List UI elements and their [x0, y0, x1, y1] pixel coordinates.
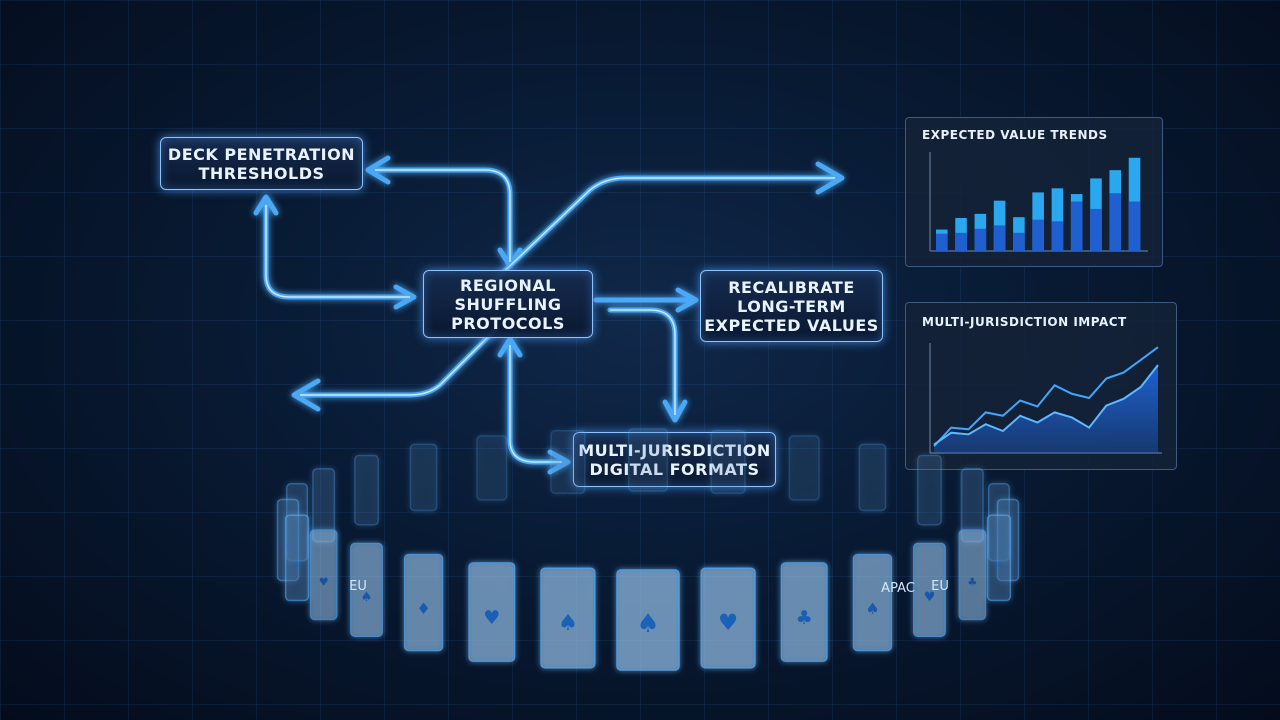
playing-card-suit-icon: ♥ — [924, 590, 936, 605]
bar-series-2-11 — [1128, 201, 1141, 251]
area-series-1-line — [933, 346, 1159, 447]
playing-card-face — [986, 514, 1012, 602]
expected-value-trends-title: Expected Value Trends — [922, 128, 1108, 142]
playing-card-face — [913, 542, 946, 638]
playing-card-face — [284, 514, 310, 602]
playing-card — [858, 443, 887, 512]
playing-card-face — [540, 567, 596, 669]
playing-card-face — [858, 443, 887, 512]
arrow-up-into-regional — [497, 336, 523, 358]
area-series-2-line — [933, 364, 1159, 446]
bar-series-1-7 — [1051, 188, 1064, 251]
bar-series-2-8 — [1070, 201, 1083, 251]
playing-card — [917, 454, 942, 526]
playing-card: ♣ — [780, 562, 828, 662]
playing-card — [628, 428, 668, 492]
bar-series-2-10 — [1109, 193, 1122, 251]
playing-card — [476, 435, 508, 501]
playing-card — [409, 443, 438, 512]
multi-jurisdiction-impact-panel: Multi-Jurisdiction Impact — [905, 302, 1177, 470]
arrow-left — [291, 378, 321, 412]
arrow-into-recalibrate — [675, 287, 699, 313]
playing-card-face — [354, 454, 379, 526]
multi-jurisdiction-impact-chart — [929, 343, 1162, 454]
playing-card: ♠ — [986, 514, 1012, 602]
playing-card: ♦ — [403, 553, 444, 652]
playing-card: ♥ — [700, 567, 756, 669]
expected-value-trends-panel: Expected Value Trends — [905, 117, 1163, 267]
node-deck-penetration-label: Deck Penetration Thresholds — [167, 144, 356, 183]
playing-card-face — [788, 435, 820, 501]
playing-card-suit-icon: ♣ — [967, 575, 977, 588]
playing-card-suit-icon: ♠ — [361, 590, 373, 605]
playing-card-face — [917, 454, 942, 526]
playing-card-suit-icon: ♠ — [558, 610, 578, 636]
bar-series-2-1 — [936, 233, 948, 251]
node-recalibrate-label: Recalibrate Long-Term Expected Values — [704, 277, 879, 335]
playing-card-suit-icon: ♥ — [718, 610, 738, 636]
playing-card-face — [403, 553, 444, 652]
bar-series-2-4 — [993, 225, 1006, 251]
arrow-into-regional — [393, 284, 417, 310]
playing-card-suit-icon: ♦ — [293, 560, 302, 571]
node-regional-shuffling-label: Regional Shuffling Protocols — [451, 275, 565, 333]
playing-card-face — [780, 562, 828, 662]
playing-card — [550, 430, 586, 494]
playing-card-suit-icon: ♥ — [483, 607, 500, 629]
bar-series-2-9 — [1090, 208, 1102, 251]
playing-card-face — [350, 542, 383, 638]
card-region-label: APAC — [881, 581, 915, 596]
bar-series-2-5 — [1013, 232, 1025, 251]
playing-card: ♣ — [958, 529, 987, 621]
playing-card: ♥ — [913, 542, 946, 638]
playing-card — [354, 454, 379, 526]
playing-card: ♦ — [284, 514, 310, 602]
node-regional-shuffling-protocols: Regional Shuffling Protocols — [423, 270, 593, 338]
playing-card-face — [710, 430, 746, 494]
playing-card: ♠ — [616, 569, 680, 671]
arrow-upper-right — [815, 161, 845, 195]
playing-card-face — [616, 569, 680, 671]
playing-card: ♠ — [540, 567, 596, 669]
playing-card-face — [476, 435, 508, 501]
playing-card-suit-icon: ♠ — [994, 560, 1003, 571]
playing-card-face — [958, 529, 987, 621]
playing-card-face — [468, 562, 516, 662]
playing-card-suit-icon: ♦ — [416, 599, 430, 618]
playing-card-face — [550, 430, 586, 494]
playing-card-face — [700, 567, 756, 669]
playing-card-face — [852, 553, 893, 652]
multi-jurisdiction-impact-title: Multi-Jurisdiction Impact — [922, 315, 1127, 329]
playing-card-suit-icon: ♠ — [636, 609, 659, 639]
playing-card-face — [628, 428, 668, 492]
playing-card-suit-icon: ♣ — [796, 607, 813, 629]
card-region-label: EU — [349, 579, 367, 594]
arrow-up-into-deck — [253, 194, 279, 216]
playing-card — [710, 430, 746, 494]
playing-card-suit-icon: ♥ — [319, 575, 329, 588]
playing-card: ♥ — [309, 529, 338, 621]
area-series-2-fill — [934, 365, 1158, 453]
arrow-down-branch — [662, 399, 688, 423]
card-region-label: EU — [931, 579, 949, 594]
playing-card: ♠ — [350, 542, 383, 638]
expected-value-trends-chart — [929, 152, 1148, 252]
playing-card-face — [309, 529, 338, 621]
bar-series-2-6 — [1032, 219, 1044, 251]
arrow-into-deck — [365, 155, 391, 185]
node-deck-penetration-thresholds: Deck Penetration Thresholds — [160, 137, 363, 190]
playing-card: ♥ — [468, 562, 516, 662]
bar-series-2-7 — [1051, 221, 1064, 251]
playing-card — [788, 435, 820, 501]
bar-series-2-2 — [955, 232, 967, 251]
playing-card: ♠ — [852, 553, 893, 652]
playing-card-face — [409, 443, 438, 512]
playing-card-suit-icon: ♠ — [865, 599, 879, 618]
node-recalibrate-expected-values: Recalibrate Long-Term Expected Values — [700, 270, 883, 342]
bar-series-2-3 — [974, 228, 987, 251]
